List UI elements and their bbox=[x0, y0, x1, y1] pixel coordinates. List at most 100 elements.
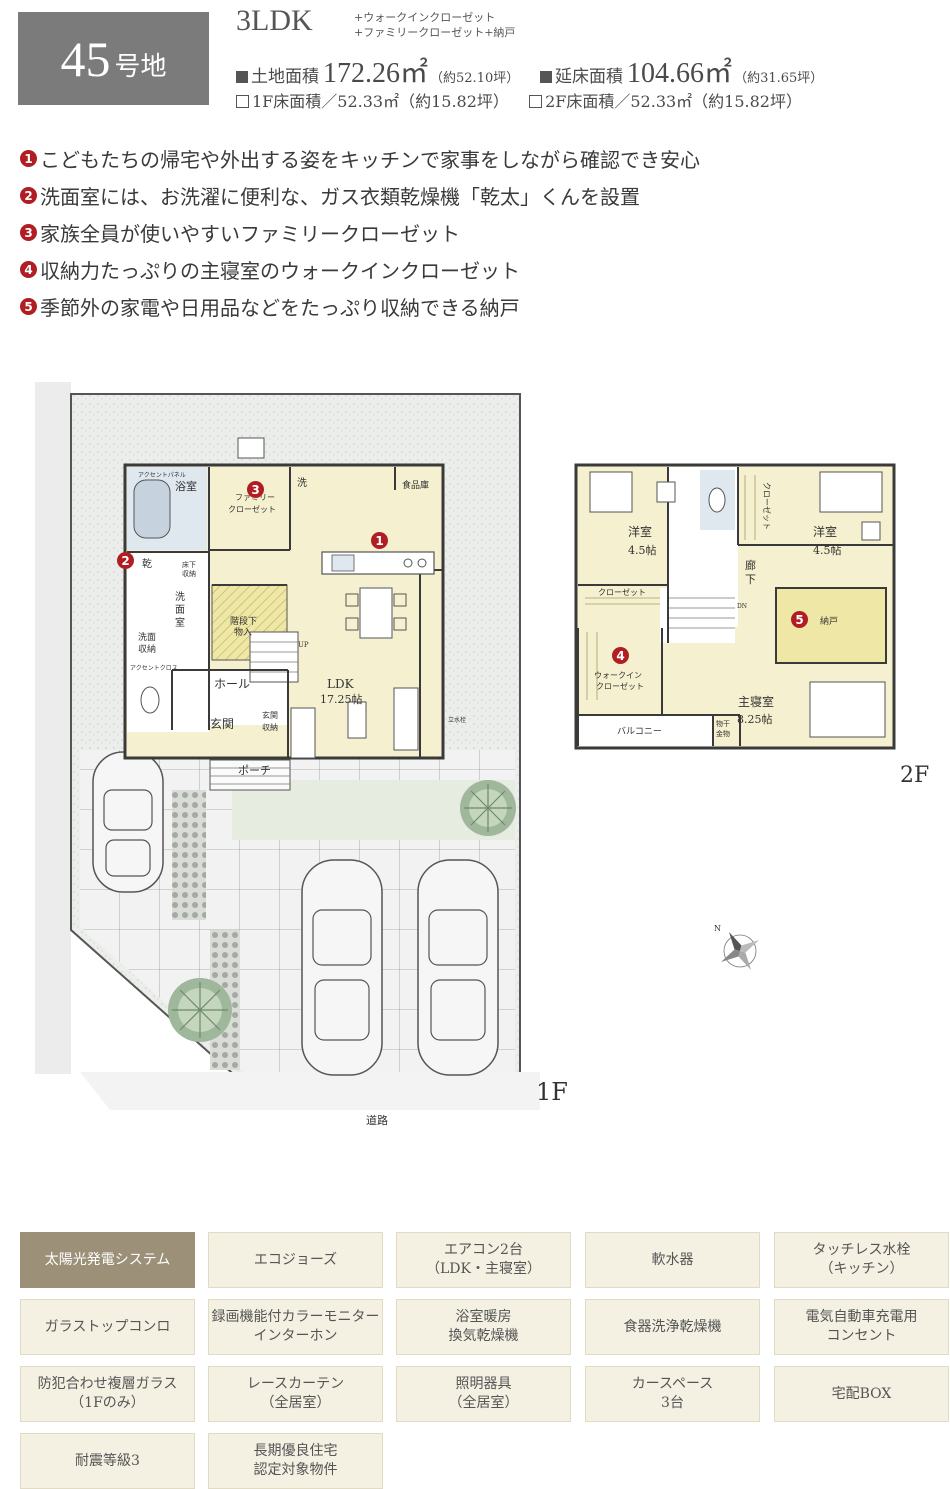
tree-icon bbox=[460, 780, 516, 836]
compass-icon: N bbox=[714, 924, 760, 971]
label-accent-panel: アクセントパネル bbox=[138, 472, 186, 479]
label-hanger: 物干 bbox=[716, 719, 730, 728]
open-square-icon bbox=[529, 95, 543, 108]
label-up: UP bbox=[298, 641, 309, 649]
feature-number: 4 bbox=[20, 261, 37, 278]
lot-number: 45 bbox=[60, 30, 111, 87]
label-ldk: LDK bbox=[327, 677, 355, 691]
land-area-tsubo: （約52.10坪） bbox=[430, 71, 520, 86]
label-washroom: 室 bbox=[175, 616, 185, 629]
label-accent-cross: アクセントクロス bbox=[130, 665, 178, 672]
car-icon bbox=[92, 751, 164, 893]
label-dryer: 乾 bbox=[142, 557, 152, 570]
plan-1f: 浴室 アクセントパネル 乾 ファミリー クローゼット 洗 食品庫 床下 収納 洗… bbox=[35, 382, 568, 1127]
label-underfloor: 床下 bbox=[182, 560, 196, 569]
toilet-icon bbox=[708, 487, 726, 513]
desk-icon bbox=[861, 521, 881, 541]
label-master-size: 8.25帖 bbox=[737, 713, 773, 726]
label-porch: ポーチ bbox=[238, 764, 271, 777]
equipment-tag: タッチレス水栓 （キッチン） bbox=[774, 1232, 949, 1288]
label-storeroom: 納戸 bbox=[820, 615, 838, 627]
area-row-floors: 1F床面積／52.33㎡（約15.82坪） 2F床面積／52.33㎡（約15.8… bbox=[236, 88, 802, 112]
label-wic: クローゼット bbox=[596, 681, 644, 691]
label-washroom: 面 bbox=[175, 605, 185, 616]
layout-extra-2: +ファミリークローゼット+納戸 bbox=[354, 26, 516, 39]
feature-text: 洗面室には、お洗濯に便利な、ガス衣類乾燥機「乾太」くんを設置 bbox=[40, 185, 640, 209]
feature-number: 2 bbox=[20, 187, 37, 204]
label-closet-v: クローゼット bbox=[762, 482, 772, 530]
sofa-icon bbox=[393, 687, 419, 751]
floor-plan-drawing: 浴室 アクセントパネル 乾 ファミリー クローゼット 洗 食品庫 床下 収納 洗… bbox=[35, 382, 929, 1127]
feature-marker: 1 bbox=[371, 532, 388, 549]
f2-area: 2F床面積／52.33㎡（約15.82坪） bbox=[545, 92, 802, 111]
label-underfloor: 収納 bbox=[182, 569, 196, 578]
label-stair-storage: 物入 bbox=[234, 626, 252, 638]
label-balcony: バルコニー bbox=[617, 726, 662, 737]
stair-2f bbox=[660, 588, 735, 643]
floor-area-label: 延床面積 bbox=[555, 67, 624, 87]
equipment-tag: 軟水器 bbox=[585, 1232, 760, 1288]
feature-marker: 4 bbox=[612, 647, 629, 664]
equipment-tag: エアコン2台 （LDK・主寝室） bbox=[396, 1232, 571, 1288]
label-master: 主寝室 bbox=[738, 694, 774, 709]
label-room-w-size: 4.5帖 bbox=[628, 544, 657, 557]
sink-icon bbox=[331, 554, 355, 572]
outdoor-unit bbox=[237, 437, 265, 459]
label-wic: ウォークイン bbox=[594, 671, 642, 680]
floor-label-1f: 1F bbox=[536, 1078, 568, 1106]
equipment-tag: レースカーテン （全居室） bbox=[208, 1366, 383, 1422]
feature-text: 季節外の家電や日用品などをたっぷり収納できる納戸 bbox=[40, 296, 520, 320]
dining-table bbox=[359, 587, 393, 639]
label-corridor: 廊 bbox=[745, 558, 756, 572]
lot-badge: 45 号地 bbox=[18, 12, 209, 105]
car-icon bbox=[417, 859, 499, 1076]
equipment-tag: カースペース 3台 bbox=[585, 1366, 760, 1422]
feature-number: 1 bbox=[20, 150, 37, 167]
lot-suffix: 号地 bbox=[114, 52, 167, 82]
label-bath: 浴室 bbox=[175, 479, 197, 493]
land-area-label: 土地面積 bbox=[251, 67, 319, 87]
label-wash: 洗 bbox=[297, 477, 307, 489]
feature-number: 3 bbox=[20, 224, 37, 241]
floor-area-tsubo: （約31.65坪） bbox=[734, 71, 824, 86]
equipment-tag: ガラストップコンロ bbox=[20, 1299, 195, 1355]
bed-icon bbox=[809, 681, 886, 738]
equipment-tag: 浴室暖房 換気乾燥機 bbox=[396, 1299, 571, 1355]
label-corridor: 下 bbox=[745, 573, 756, 586]
balcony-area bbox=[578, 715, 713, 746]
label-hanger: 金物 bbox=[716, 729, 730, 738]
label-road: 道路 bbox=[366, 1113, 388, 1127]
feature-text: こどもたちの帰宅や外出する姿をキッチンで家事をしながら確認でき安心 bbox=[40, 148, 700, 172]
equipment-tag: 電気自動車充電用 コンセント bbox=[774, 1299, 949, 1355]
filled-square-icon bbox=[540, 71, 553, 83]
floor-label-2f: 2F bbox=[900, 763, 929, 788]
bed-icon bbox=[819, 471, 883, 513]
label-dn: DN bbox=[737, 603, 747, 610]
label-entrance-storage: 収納 bbox=[262, 722, 278, 732]
shoe-storage bbox=[290, 707, 316, 759]
floor-area-value: 104.66㎡ bbox=[627, 58, 733, 89]
layout-type: 3LDK bbox=[236, 4, 313, 37]
feature-marker: 2 bbox=[117, 552, 134, 569]
equipment-tag: 太陽光発電システム bbox=[20, 1232, 195, 1288]
lawn bbox=[232, 780, 515, 840]
layout-extra-1: +ウォークインクローゼット bbox=[354, 11, 496, 24]
filled-square-icon bbox=[236, 71, 248, 83]
compass-north-label: N bbox=[714, 924, 721, 933]
feature-text: 家族全員が使いやすいファミリークローゼット bbox=[40, 222, 460, 246]
label-room-w: 洋室 bbox=[628, 524, 652, 539]
label-wash-storage: 収納 bbox=[138, 643, 156, 655]
equipment-tag: 防犯合わせ複層ガラス （1Fのみ） bbox=[20, 1366, 195, 1422]
label-faucet: 立水栓 bbox=[448, 716, 466, 724]
land-area-value: 172.26㎡ bbox=[323, 58, 429, 89]
low-table bbox=[347, 701, 367, 739]
feature-marker: 3 bbox=[247, 481, 264, 498]
feature-text: 収納力たっぷりの主寝室のウォークインクローゼット bbox=[40, 259, 520, 283]
label-stair-storage: 階段下 bbox=[230, 615, 257, 627]
label-room-e-size: 4.5帖 bbox=[813, 544, 842, 557]
